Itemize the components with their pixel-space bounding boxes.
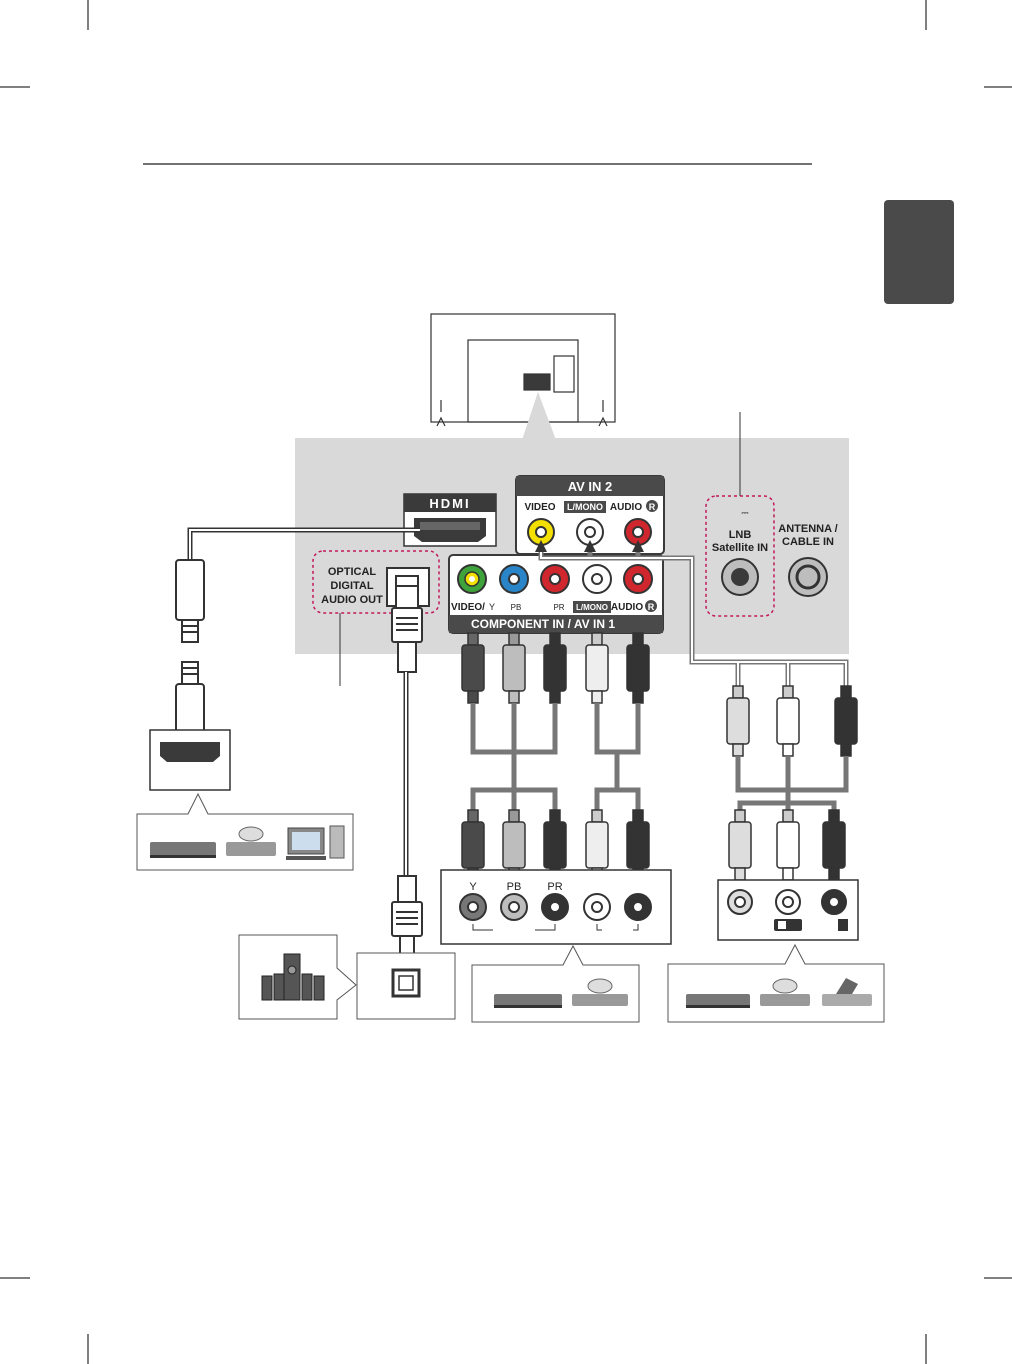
comp-lmono-label: L/MONO bbox=[576, 603, 608, 612]
av2-video-label: VIDEO bbox=[524, 502, 555, 513]
av-devices-bubble bbox=[668, 945, 884, 1022]
comp-video-label: VIDEO/ bbox=[451, 602, 485, 613]
tv-back-illustration bbox=[431, 314, 615, 426]
antenna-label-2: CABLE IN bbox=[782, 536, 834, 548]
comp-audio-label: AUDIO bbox=[611, 602, 643, 613]
vcr-icon bbox=[686, 994, 750, 1008]
av-device-panel bbox=[718, 880, 858, 940]
hdmi-label: HDMI bbox=[429, 496, 470, 511]
optical-cable bbox=[392, 586, 422, 958]
audio-system-bubble bbox=[239, 935, 356, 1019]
antenna-label-1: ANTENNA / bbox=[778, 523, 837, 535]
component-in: COMPONENT IN / AV IN 1 VIDEO/ Y PB PR L/… bbox=[449, 555, 663, 633]
hdmi-devices-bubble bbox=[137, 794, 353, 870]
device-hdmi-port bbox=[150, 730, 230, 790]
component-cables bbox=[462, 633, 649, 880]
comp-r-label: R bbox=[648, 602, 655, 612]
lnb-mark: ⎓ bbox=[741, 508, 748, 518]
hdmi-port: HDMI bbox=[404, 494, 496, 546]
av-in-2-title: AV IN 2 bbox=[568, 479, 613, 494]
optical-label-2: DIGITAL bbox=[330, 580, 373, 592]
device-y-label: Y bbox=[469, 881, 477, 893]
comp-y-label: Y bbox=[489, 602, 495, 612]
device-pb-label: PB bbox=[507, 881, 522, 893]
device-pr-label: PR bbox=[547, 881, 562, 893]
av2-r-label: R bbox=[649, 502, 656, 512]
lnb-label-2: Satellite IN bbox=[712, 542, 768, 554]
component-device-panel: Y PB PR bbox=[441, 870, 671, 944]
zoom-wedge bbox=[522, 392, 556, 440]
comp-pb-label: PB bbox=[511, 603, 522, 612]
chapter-tab bbox=[884, 200, 954, 304]
optical-label-1: OPTICAL bbox=[328, 566, 377, 578]
lnb-label-1: LNB bbox=[729, 529, 752, 541]
component-devices-bubble bbox=[472, 946, 639, 1022]
dvd-player-icon bbox=[494, 994, 562, 1008]
av2-audio-label: AUDIO bbox=[610, 502, 642, 513]
component-title: COMPONENT IN / AV IN 1 bbox=[471, 617, 615, 631]
optical-device-port bbox=[357, 953, 455, 1019]
optical-label-3: AUDIO OUT bbox=[321, 594, 383, 606]
dvd-player-icon bbox=[150, 842, 216, 858]
av2-lmono-label: L/MONO bbox=[567, 502, 603, 512]
rca-jack-icon bbox=[728, 890, 846, 914]
comp-pr-label: PR bbox=[553, 603, 564, 612]
